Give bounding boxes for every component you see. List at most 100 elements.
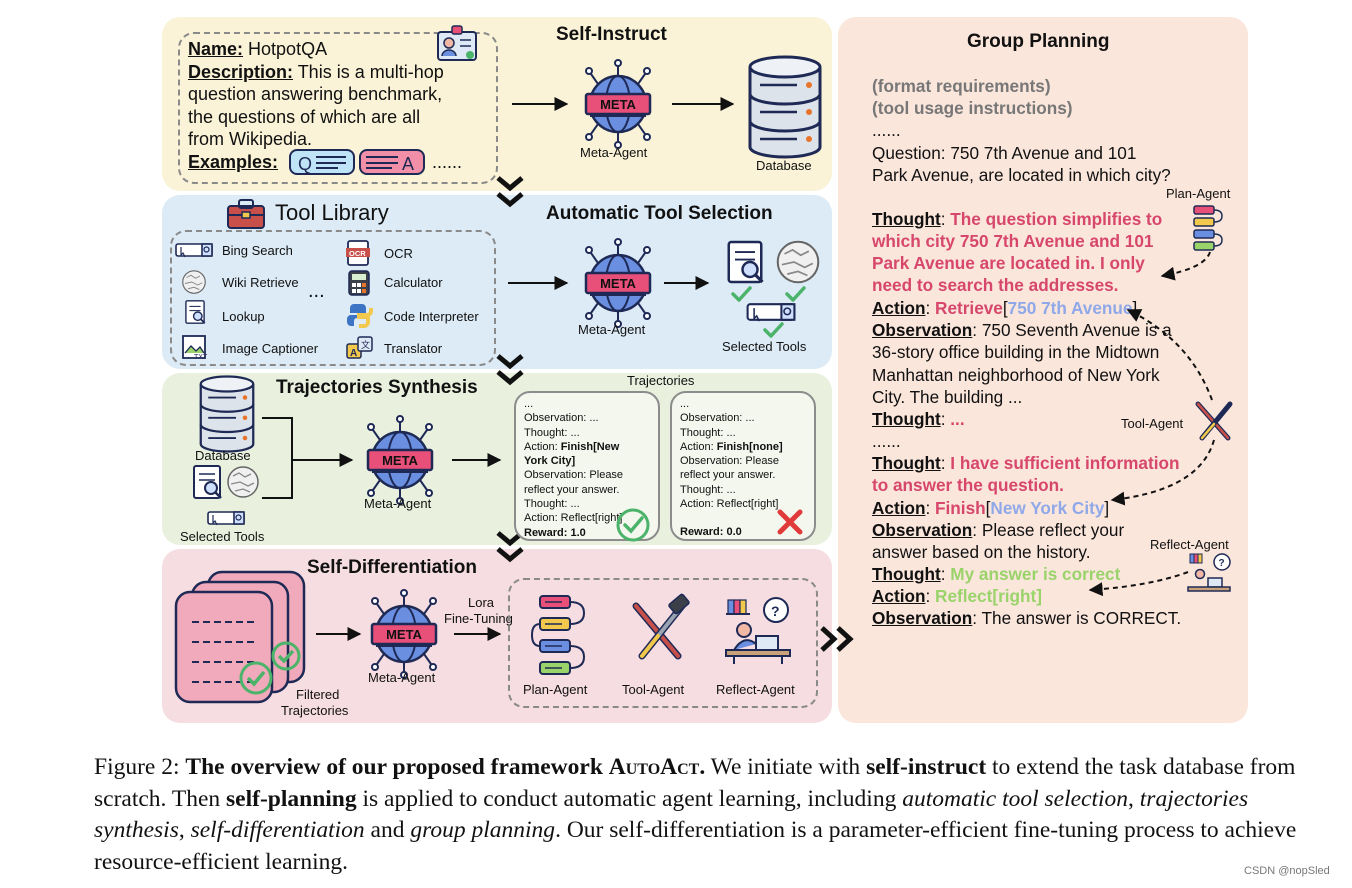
gp-dots-2: ...... <box>872 431 901 451</box>
svg-text:A: A <box>350 348 357 359</box>
traj1-action: York City] <box>524 455 576 468</box>
gp-tool-usage: (tool usage instructions) <box>872 98 1073 118</box>
trajectories-header: Trajectories <box>627 373 695 388</box>
thought-1-text: The question simplifies to <box>950 209 1163 229</box>
colon: : <box>940 453 951 473</box>
description-line-3: the questions of which are all <box>188 106 421 127</box>
calculator-icon <box>348 270 370 296</box>
traj1-action: Finish[New <box>560 440 620 453</box>
caption-text: . Our self-differentiation is a paramete… <box>94 817 1297 875</box>
traj2-line: Action: <box>680 440 717 453</box>
caption-text: , <box>178 817 191 843</box>
filtered-label-2: Trajectories <box>281 703 349 718</box>
gp-thought-4: Thought: My answer is correct <box>872 563 1120 585</box>
thought-2-text: ... <box>950 409 965 429</box>
caption-italic: automatic tool selection <box>902 785 1129 812</box>
bracket: ] <box>1132 298 1138 318</box>
plan-agent-mini-icon <box>1193 205 1223 251</box>
traj1-line: Observation: ... <box>524 412 599 425</box>
toolbox-icon <box>227 199 265 229</box>
colon: : <box>925 298 936 318</box>
caption-text: to extend the task database from scratch… <box>94 754 1296 812</box>
traj2-line: reflect your answer. <box>680 469 776 482</box>
filtered-trajectories-icon <box>174 570 306 704</box>
caption-italic: self-differentiation <box>190 817 365 843</box>
svg-text:OCR: OCR <box>349 249 366 258</box>
traj1-line: Action: Reflect[right] <box>524 512 623 525</box>
trajectory-card-failure: ... Observation: ... Thought: ... Action… <box>670 391 816 541</box>
colon: : <box>972 320 982 340</box>
gp-format: (format requirements) <box>872 76 1051 96</box>
tool-item-code: Code Interpreter <box>384 309 479 324</box>
colon: : <box>925 586 936 606</box>
trajectories-title: Trajectories Synthesis <box>276 377 478 398</box>
description-label: Description: <box>188 61 294 82</box>
caption-text: We initiate with <box>705 754 867 780</box>
reflect-agent-label: Reflect-Agent <box>716 682 795 697</box>
traj2-line: Action: Reflect[right] <box>680 498 779 511</box>
colon: : <box>940 409 951 429</box>
gp-observation-2b: answer based on the history. <box>872 542 1091 562</box>
caption-autoact: AutoAct. <box>608 754 706 780</box>
translator-icon: A 文 <box>346 336 373 359</box>
gp-tool-agent-label: Tool-Agent <box>1121 416 1184 431</box>
gp-observation-3: Observation: The answer is CORRECT. <box>872 607 1181 629</box>
traj2-reward: Reward: 0.0 <box>680 526 742 539</box>
traj2-line: Observation: ... <box>680 412 755 425</box>
traj1-line: Action: <box>524 440 561 453</box>
traj1-line: reflect your answer. <box>524 483 620 496</box>
action-label: Action <box>872 498 926 518</box>
action-label: Action <box>872 586 926 606</box>
retrieve-arg: 750 7th Avenue <box>1007 298 1133 318</box>
self-diff-title: Self-Differentiation <box>307 557 477 578</box>
lora-label-1: Lora <box>468 595 495 610</box>
examples-ellipsis: ...... <box>432 152 463 172</box>
tool-item-lookup: Lookup <box>222 309 265 324</box>
finish-arg: New York City <box>990 498 1105 518</box>
traj2-action: Finish[none] <box>716 440 783 453</box>
failure-cross-icon <box>777 509 803 535</box>
meta-agent-icon-1: META <box>584 58 652 150</box>
database-label-2: Database <box>195 448 251 463</box>
svg-text:A: A <box>402 154 414 174</box>
traj1-line: Thought: ... <box>524 426 580 439</box>
thought-label: Thought <box>872 409 941 429</box>
thought-label: Thought <box>872 564 941 584</box>
success-check-icon <box>616 508 650 542</box>
caption-italic: trajectories synthesis <box>94 785 1249 844</box>
gp-dots: ...... <box>872 120 901 140</box>
plan-agent-label: Plan-Agent <box>523 682 588 697</box>
retrieve-action: Retrieve <box>935 298 1003 318</box>
meta-agent-label-4: Meta-Agent <box>368 670 436 685</box>
task-description-text: Name: HotpotQA Description: This is a mu… <box>188 38 444 173</box>
selected-tools-label: Selected Tools <box>722 339 807 354</box>
gp-thought-2: Thought: ... <box>872 408 965 430</box>
self-instruct-title: Self-Instruct <box>556 24 667 45</box>
caption-bold: self-instruct <box>866 754 987 780</box>
thought-label: Thought <box>872 453 941 473</box>
image-captioner-icon: TXT <box>182 335 208 361</box>
observation-1-text: 750 Seventh Avenue is a <box>981 320 1172 340</box>
meta-agent-label-1: Meta-Agent <box>580 145 648 160</box>
gp-plan-agent-label: Plan-Agent <box>1166 186 1231 201</box>
tool-ellipsis: ... <box>308 280 325 302</box>
action-label: Action <box>872 298 926 318</box>
filtered-label-1: Filtered <box>296 687 340 702</box>
svg-text:TXT: TXT <box>194 354 208 361</box>
observation-label: Observation <box>872 608 973 628</box>
tool-selection-title: Automatic Tool Selection <box>546 203 773 224</box>
gp-observation-2a: Observation: Please reflect your <box>872 519 1124 541</box>
caption-text: and <box>364 817 411 843</box>
examples-label: Examples: <box>188 151 279 172</box>
traj2-line: Observation: Please <box>680 455 780 468</box>
gp-thought-1d: need to search the addresses. <box>872 275 1119 295</box>
example-icons: Q A <box>289 149 425 175</box>
caption-bold: The overview of our proposed framework <box>185 754 609 780</box>
colon: : <box>940 564 951 584</box>
gp-thought-1a: Thought: The question simplifies to <box>872 208 1162 230</box>
id-card-icon <box>437 25 477 61</box>
gp-question-2: Park Avenue, are located in which city? <box>872 165 1171 185</box>
tool-agent-icon <box>632 593 690 660</box>
thought-4-text: My answer is correct <box>950 564 1121 584</box>
